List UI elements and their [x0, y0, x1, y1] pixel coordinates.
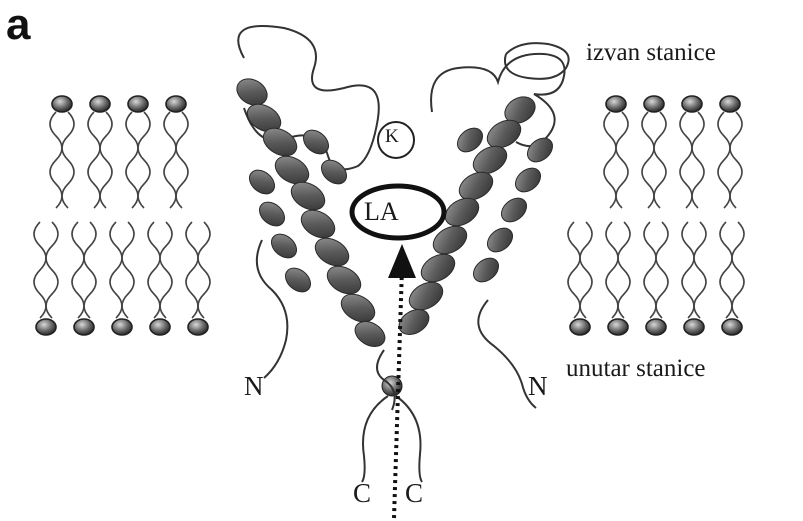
potassium-label: K [385, 126, 399, 148]
lipid-tails-top-right [604, 112, 742, 208]
intracellular-label: unutar stanice [566, 355, 706, 383]
n-terminus-chain-left [257, 240, 288, 378]
lipid-tails-bottom-left [34, 222, 210, 318]
panel-label: a [6, 0, 30, 50]
c-terminus-chain-left [362, 396, 388, 482]
lipid-bilayer-right [568, 96, 744, 335]
ligand-label: LA [364, 197, 399, 227]
arrow-head [388, 244, 416, 278]
lipid-heads-bottom-left [36, 319, 208, 335]
lipid-heads-bottom-right [570, 319, 742, 335]
lipid-heads-top-left [52, 96, 186, 112]
lipid-tails-bottom-right [568, 222, 744, 318]
lipid-bilayer-left [34, 96, 210, 335]
n-terminus-label-left: N [244, 371, 264, 402]
c-terminus-chain-right [396, 396, 422, 482]
n-terminus-label-right: N [528, 371, 548, 402]
lipid-heads-top-right [606, 96, 740, 112]
c-terminus-label-right: C [405, 478, 423, 509]
extracellular-label: izvan stanice [586, 39, 716, 67]
c-terminus-label-left: C [353, 478, 371, 509]
lipid-tails-top-left [50, 112, 188, 208]
